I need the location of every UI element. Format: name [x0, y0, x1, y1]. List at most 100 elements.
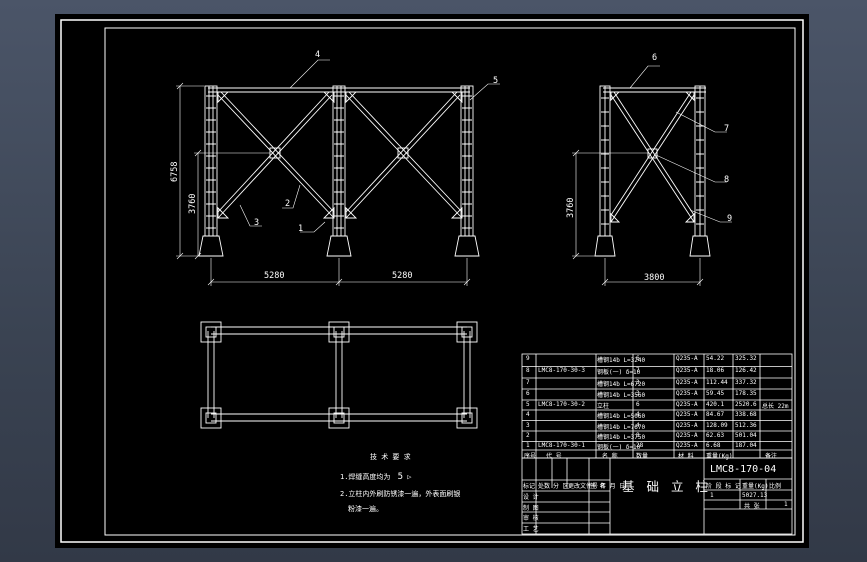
- front-elevation: [176, 59, 500, 286]
- side-column-right: [689, 85, 711, 257]
- drawing-name: 基 础 立 柱: [622, 479, 712, 494]
- bom-header-mat: 材 料: [678, 453, 694, 460]
- title-sheet-no: 1: [784, 501, 788, 508]
- plan-base-6: [456, 407, 478, 429]
- callout-7: 7: [724, 124, 730, 134]
- bom-cell-mat: Q235-A: [676, 421, 698, 429]
- bom-cell-no: 9: [526, 355, 530, 362]
- scale-label-stage: 阶 段 标 记: [706, 483, 741, 490]
- bom-cell-name: 槽钢14b L=3750: [597, 434, 646, 441]
- bom-cell-total: 126.42: [735, 367, 757, 374]
- bom-cell-mat: Q235-A: [676, 432, 698, 439]
- inner-frame: [104, 27, 796, 536]
- notes-line-1-value: 5: [397, 472, 404, 482]
- bom-cell-name: 槽钢14b L=3560: [597, 392, 646, 399]
- bom-header-no: 序号: [524, 453, 537, 460]
- plan-view: [200, 321, 478, 429]
- bom-cell-no: 6: [526, 390, 530, 397]
- bom-cell-mat: Q235-A: [676, 442, 698, 449]
- role-label: 制 图: [523, 505, 539, 512]
- bom-cell-qty: 4: [636, 421, 640, 429]
- side-column-left: [594, 85, 616, 257]
- bom-cell-unit: 54.22: [706, 355, 725, 362]
- bom-cell-name: 钢板(一) δ=10: [597, 369, 641, 376]
- bom-cell-mat: Q235-A: [676, 367, 698, 374]
- bracing-bay-1: [217, 91, 335, 219]
- bom-cell-unit: 84.67: [706, 411, 725, 418]
- bom-cell-unit: 6.68: [706, 442, 721, 449]
- bom-cell-remark: 总长 22m: [762, 403, 789, 410]
- bom-cell-no: 4: [526, 411, 530, 418]
- dim-span-left: 5280: [264, 271, 285, 281]
- bom-cell-unit: 62.63: [706, 432, 725, 439]
- bom-cell-total: 337.32: [735, 379, 757, 386]
- bom-cell-unit: 18.06: [706, 367, 725, 374]
- bom-cell-name: 立柱: [597, 403, 610, 410]
- dim-span-right: 5280: [392, 271, 413, 281]
- bom-cell-mat: Q235-A: [676, 390, 698, 397]
- sign-header: 标记: [523, 483, 536, 490]
- bom-cell-no: 1: [526, 442, 530, 449]
- bracing-bay-2: [345, 91, 463, 219]
- column-left: [198, 85, 224, 257]
- column-mid: [326, 85, 352, 257]
- bom-cell-total: 178.35: [735, 390, 757, 397]
- dim-width-side: 3800: [644, 273, 665, 283]
- bom-cell-total: 338.68: [735, 411, 757, 418]
- bom-cell-qty: 3: [636, 390, 640, 397]
- bom-cell-no: 5: [526, 401, 530, 408]
- callout-9: 9: [727, 214, 733, 224]
- batten-plates: [206, 95, 472, 229]
- bom-cell-mat: Q235-A: [676, 379, 698, 386]
- plan-base-5: [328, 407, 350, 429]
- scale-label-weight: 重量(Kg): [742, 483, 769, 490]
- bom-cell-total: 501.04: [735, 432, 757, 439]
- bom-cell-no: 8: [526, 367, 530, 374]
- notes-line-1: 1.焊缝高度均为 5 ▷: [340, 472, 412, 482]
- column-right: [454, 85, 480, 257]
- callout-2: 2: [285, 199, 291, 209]
- title-qty: 1: [710, 492, 714, 499]
- front-dimensions: [176, 82, 471, 286]
- sign-header: 更改文件号: [568, 483, 599, 490]
- bom-cell-no: 3: [526, 421, 530, 429]
- role-label: 审 核: [523, 515, 539, 522]
- title-weight: 5027.13: [742, 492, 768, 499]
- notes-line-2: 2.立柱内外刷防锈漆一遍，外表面刷银: [340, 490, 461, 498]
- bom-header-qty: 数量: [636, 453, 649, 460]
- bom-cell-qty: 28: [636, 442, 644, 449]
- bom-cell-name: 槽钢14b L=5060: [597, 413, 646, 420]
- bom-cell-code: LMC8-170-30-2: [538, 401, 585, 408]
- front-leaders: [239, 59, 500, 233]
- bom-header-remark: 备注: [765, 453, 778, 460]
- notes-title: 技 术 要 求: [370, 453, 411, 461]
- dim-height-mid: 3760: [188, 193, 198, 214]
- sign-header: 处数: [538, 483, 551, 490]
- bom-cell-code: LMC8-170-30-1: [538, 442, 585, 449]
- callout-3: 3: [254, 218, 260, 228]
- bom-cell-qty: 3: [636, 379, 640, 386]
- bom-cell-name: 槽钢14b L=7670: [597, 423, 646, 431]
- plan-base-4: [200, 407, 222, 429]
- bom-header-name: 名 称: [602, 453, 618, 460]
- role-label: 设 计: [523, 494, 539, 501]
- side-dimensions: [572, 149, 704, 286]
- side-elevation: [572, 65, 732, 286]
- plan-base-2: [328, 321, 350, 343]
- bom-cell-mat: Q235-A: [676, 411, 698, 418]
- scale-label-ratio: 比例: [769, 483, 782, 490]
- callout-4: 4: [315, 50, 321, 60]
- bom-cell-total: 2520.6: [735, 401, 757, 408]
- callout-1: 1: [298, 224, 304, 234]
- bom-cell-qty: 4: [636, 411, 640, 418]
- bom-header-weight: 重量(Kg): [706, 453, 733, 460]
- bom-cell-unit: 128.09: [706, 421, 728, 429]
- bom-cell-qty: 6: [636, 401, 640, 408]
- dim-height-side: 3760: [566, 197, 576, 218]
- bom-cell-total: 325.32: [735, 355, 757, 362]
- sign-header: 签 名: [590, 483, 606, 490]
- bom-cell-name: 槽钢14b L=3240: [597, 357, 646, 364]
- bom-cell-name: 槽钢14b L=6720: [597, 381, 646, 388]
- role-label: 工 艺: [523, 526, 539, 533]
